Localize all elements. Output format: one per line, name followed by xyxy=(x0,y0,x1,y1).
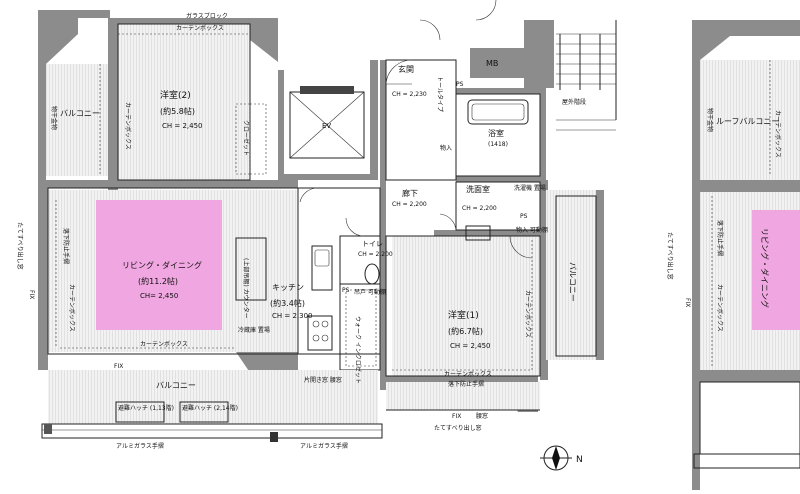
ps-label-top: PS xyxy=(456,81,464,88)
glass-block-label: ガラスブロック xyxy=(186,12,228,20)
fall-rail-label-right: 落下防止手摺 xyxy=(716,220,724,256)
kitchen-stove xyxy=(307,315,333,351)
bathroom-name: 浴室 xyxy=(488,128,504,138)
hatch2-label: 避難ハッチ (2,14階) xyxy=(182,404,238,412)
corridor-name: 廊下 xyxy=(402,188,418,198)
toilet-fixture xyxy=(364,263,380,285)
alum-rail-label-2: アルミガラス手摺 xyxy=(300,442,348,450)
western2-ch: CH = 2,450 xyxy=(162,122,203,130)
washroom-ch: CH = 2,200 xyxy=(462,205,497,212)
window-label-right: たてすべり出し窓 xyxy=(666,232,674,280)
curtain-box-right: カーテンボックス xyxy=(716,284,724,332)
washroom-name: 洗面室 xyxy=(466,184,490,194)
storage-label-2: 物入 可動棚 xyxy=(516,226,548,234)
curtain-box-ldk-bottom-label: カーテンボックス xyxy=(140,340,188,348)
curtain-box-w1-label: カーテンボックス xyxy=(524,290,532,338)
right-unit xyxy=(692,20,800,490)
toilet-name: トイレ xyxy=(362,240,383,248)
kitchen-ch: CH = 2,300 xyxy=(272,312,313,320)
ps-label-wash: PS xyxy=(520,213,528,220)
outdoor-stairs-label: 屋外階段 xyxy=(562,98,586,106)
dryer-label-left: 物干金物 xyxy=(50,106,58,130)
closet-label-w2: クローゼット xyxy=(242,120,250,156)
storage-label-1: 物入 xyxy=(440,144,452,152)
western1-size: (約6.7帖) xyxy=(448,326,483,336)
compass: N xyxy=(540,445,583,471)
kitchen-counter xyxy=(235,237,267,301)
curtain-box-w2-label: カーテンボックス xyxy=(124,102,132,150)
washbasin xyxy=(465,225,491,241)
western1-ch: CH = 2,450 xyxy=(450,342,491,350)
balcony-right-label: バルコニー xyxy=(568,262,577,302)
ev-label: EV xyxy=(322,122,331,130)
curtain-box-right-top: カーテンボックス xyxy=(774,110,782,158)
bottom-balcony xyxy=(41,370,383,442)
right-ldk-highlight xyxy=(752,210,800,330)
room-fills xyxy=(46,24,596,376)
window-label-left: たてすべり出し窓 xyxy=(16,222,24,270)
bathroom-size: (1418) xyxy=(488,141,508,148)
ldk-name: リビング・ダイニング xyxy=(122,260,202,270)
hinged-window-label: 腰窓 xyxy=(476,412,488,420)
hatch1-label: 避難ハッチ (1,13階) xyxy=(118,404,174,412)
fridge-label: 冷蔵庫 置場 xyxy=(238,326,270,334)
western2-size: (約5.8帖) xyxy=(160,106,195,116)
western1-name: 洋室(1) xyxy=(448,309,479,321)
mb-label: MB xyxy=(486,59,498,68)
labels: ガラスブロック カーテンボックス バルコニー 物干金物 洋室(2) (約5.8帖… xyxy=(16,12,782,450)
room-outlines xyxy=(47,23,541,377)
washer-label: 洗濯機 置場 xyxy=(514,184,546,192)
single-window-label: 片開き窓 腰窓 xyxy=(304,376,342,384)
curtain-box-top-label: カーテンボックス xyxy=(176,24,224,32)
ldk-size: (約11.2帖) xyxy=(138,276,178,286)
kitchen-sink xyxy=(311,245,333,291)
kitchen-size: (約3.4帖) xyxy=(270,298,305,308)
shelf-label: 吊戸 可動棚 xyxy=(354,288,386,296)
balcony-top-left-label: バルコニー xyxy=(60,109,100,118)
curtain-box-w1-bottom: カーテンボックス xyxy=(444,370,492,378)
mb-box: MB xyxy=(472,48,522,78)
curtain-lines xyxy=(55,33,533,372)
fix-label-left: FIX xyxy=(28,290,35,299)
fix-label-right: FIX xyxy=(684,298,691,307)
fix-label-bottom: FIX xyxy=(114,363,123,370)
roof-balcony-label: ルーフバルコニー xyxy=(716,117,779,126)
corridor-ch: CH = 2,200 xyxy=(392,201,427,208)
north-label: N xyxy=(576,455,583,465)
ev-shaft: EV xyxy=(289,86,365,159)
ps-label-toilet: PS xyxy=(342,287,350,294)
shoe-box-label: トールタイプ xyxy=(436,76,444,112)
fall-rail-label-w1: 落下防止手摺 xyxy=(448,380,484,388)
curtain-box-ldk-label: カーテンボックス xyxy=(68,284,76,332)
bathtub xyxy=(467,99,529,125)
outdoor-stairs xyxy=(556,20,617,131)
right-balcony xyxy=(555,195,597,357)
western2-name: 洋室(2) xyxy=(160,89,191,101)
closet-lines xyxy=(235,103,377,367)
ldk-ch: CH= 2,450 xyxy=(140,292,178,300)
entrance-name: 玄関 xyxy=(398,64,414,74)
fall-rail-label-ldk: 落下防止手摺 xyxy=(62,228,70,264)
ldk-highlight xyxy=(96,200,222,330)
alum-rail-label-1: アルミガラス手摺 xyxy=(116,442,164,450)
window-label-bottom: たてすべり出し窓 xyxy=(434,424,482,432)
balcony-bottom-label: バルコニー xyxy=(156,381,196,390)
toilet-ch: CH = 2,200 xyxy=(358,251,393,258)
fix-label-bottom-right: FIX xyxy=(452,413,461,420)
kitchen-name: キッチン xyxy=(272,283,304,292)
wic-label: ウォーク インクロゼット xyxy=(354,316,362,384)
entrance-ch: CH = 2,230 xyxy=(392,91,427,98)
counter-label: (上部吊棚) カウンター xyxy=(242,258,250,319)
dryer-label-right: 物干金物 xyxy=(706,108,714,132)
right-ldk-label: リビング・ダイニング xyxy=(760,228,770,308)
